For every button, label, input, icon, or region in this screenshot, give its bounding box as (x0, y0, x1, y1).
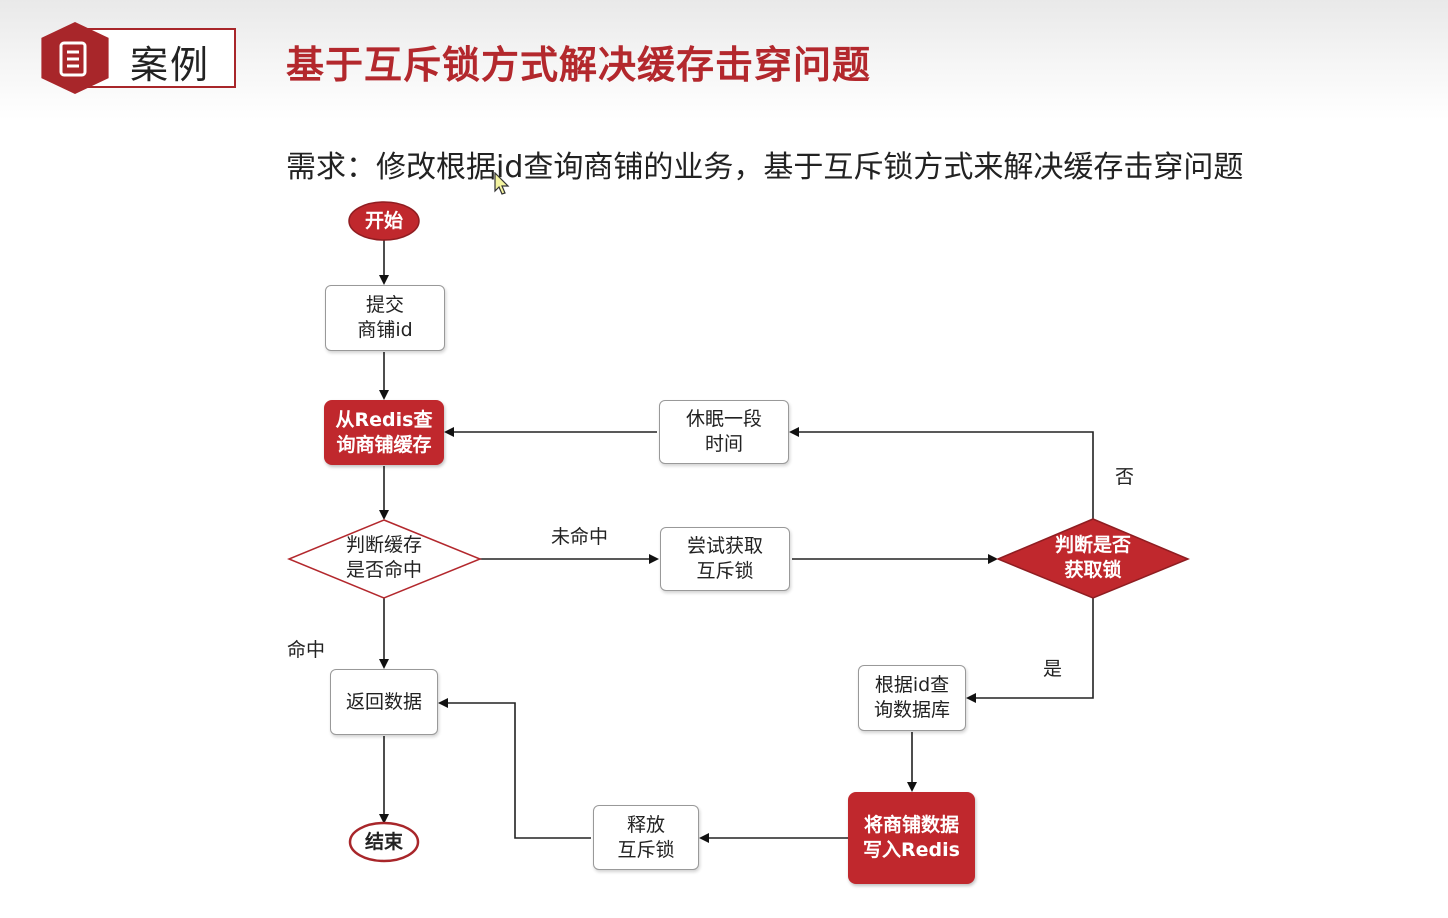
release-lock-node: 释放 互斥锁 (593, 805, 699, 870)
query-redis-node: 从Redis查 询商铺缓存 (324, 400, 444, 465)
case-badge: 案例 (40, 22, 238, 94)
mouse-cursor-icon (494, 172, 510, 195)
requirement-text: 需求：修改根据id查询商铺的业务，基于互斥锁方式来解决缓存击穿问题 (286, 150, 1244, 185)
edge-checklock-querydb (966, 598, 1094, 703)
return-data-node: 返回数据 (330, 669, 438, 735)
label-yes: 是 (1043, 658, 1063, 680)
try-lock-node: 尝试获取 互斥锁 (660, 527, 790, 591)
edge-release-return (438, 698, 591, 839)
header-band (0, 0, 1448, 120)
check-cache-shape (287, 519, 482, 599)
check-cache-node: 判断缓存 是否命中 (345, 534, 422, 581)
label-no: 否 (1115, 466, 1135, 488)
write-redis-node: 将商铺数据 写入Redis (848, 792, 975, 884)
badge-label: 案例 (130, 43, 211, 87)
start-node: 开始 (364, 209, 403, 232)
label-miss: 未命中 (551, 526, 609, 548)
document-list-icon (59, 41, 87, 77)
page-title: 基于互斥锁方式解决缓存击穿问题 (286, 43, 872, 87)
start-node-shape (348, 201, 420, 241)
check-lock-node: 判断是否 获取锁 (1054, 534, 1131, 581)
query-db-node: 根据id查 询数据库 (858, 665, 966, 731)
end-node-shape (348, 821, 420, 863)
edge-checklock-sleep (789, 427, 1094, 519)
label-hit: 命中 (287, 639, 326, 661)
end-node: 结束 (364, 830, 403, 853)
check-lock-shape (996, 518, 1190, 599)
sleep-node: 休眠一段 时间 (659, 400, 789, 464)
submit-shop-id-node: 提交 商铺id (325, 285, 445, 351)
